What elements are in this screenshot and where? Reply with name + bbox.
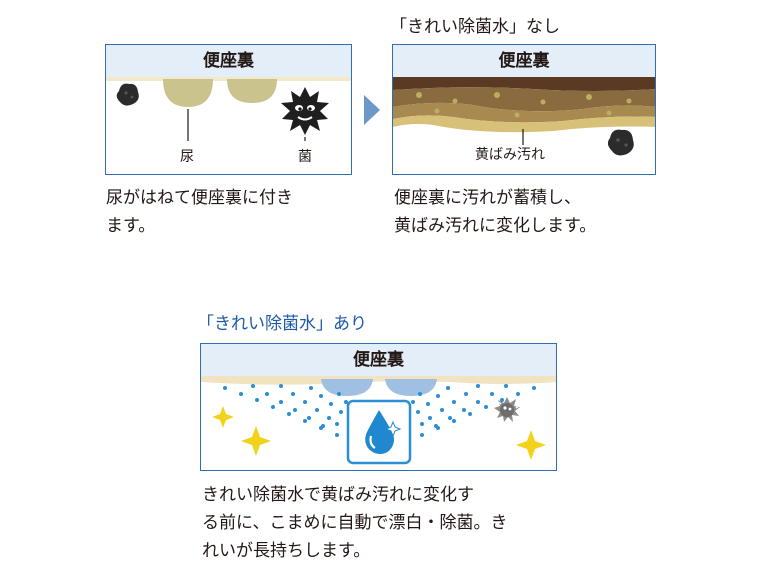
dirt-layer-mid <box>393 87 655 112</box>
germ-monster-icon <box>281 87 329 135</box>
urine-label: 尿 <box>180 149 194 165</box>
initial-state-illustration <box>106 77 351 141</box>
spray-dots <box>223 384 536 437</box>
seat-surface <box>201 376 556 385</box>
without-water-caption-line1: 便座裏に汚れが蓄積し、 <box>394 188 581 208</box>
urine-drop <box>163 79 213 107</box>
dirt-layer-brown <box>393 102 655 123</box>
initial-state-caption-line2: ます。 <box>106 216 156 236</box>
without-water-title: 「きれい除菌水」なし <box>390 17 560 37</box>
urine-drop-faded <box>321 379 373 396</box>
germ-label: 菌 <box>298 149 312 165</box>
without-water-caption-line2: 黄ばみ汚れに変化します。 <box>394 216 597 236</box>
panel-header: 便座裏 <box>201 344 556 376</box>
panel-with-water: 便座裏 <box>200 343 557 471</box>
panel-without-water: 便座裏 黄ばみ汚れ <box>392 44 656 175</box>
urine-drop <box>227 79 277 103</box>
initial-state-caption-line1: 尿がはねて便座裏に付き <box>106 188 293 208</box>
urine-drop-faded <box>385 379 437 396</box>
water-drop-icon <box>346 399 412 465</box>
panel-header: 便座裏 <box>106 45 351 77</box>
germ-icon <box>607 129 634 156</box>
with-water-caption-line1: きれい除菌水で黄ばみ汚れに変化す <box>202 485 474 505</box>
dirt-layer-light <box>393 115 655 133</box>
with-water-caption-line3: れいが長持ちします。 <box>202 541 371 561</box>
germ-icon <box>116 83 139 106</box>
next-arrow-icon <box>364 95 380 125</box>
germ-dissolving-icon <box>494 397 522 422</box>
panel-initial-state: 便座裏 尿 菌 <box>105 44 352 175</box>
sparkle-icon <box>212 406 546 460</box>
dirt-speckles <box>416 92 632 118</box>
dirt-layer-dark <box>393 77 655 91</box>
dirt-layers-illustration <box>393 77 655 156</box>
with-water-illustration <box>201 376 556 465</box>
with-water-caption-line2: る前に、こまめに自動で漂白・除菌。き <box>202 513 508 533</box>
panel-header: 便座裏 <box>393 45 655 77</box>
yellow-stain-label: 黄ばみ汚れ <box>475 147 545 163</box>
with-water-title: 「きれい除菌水」あり <box>197 314 367 334</box>
